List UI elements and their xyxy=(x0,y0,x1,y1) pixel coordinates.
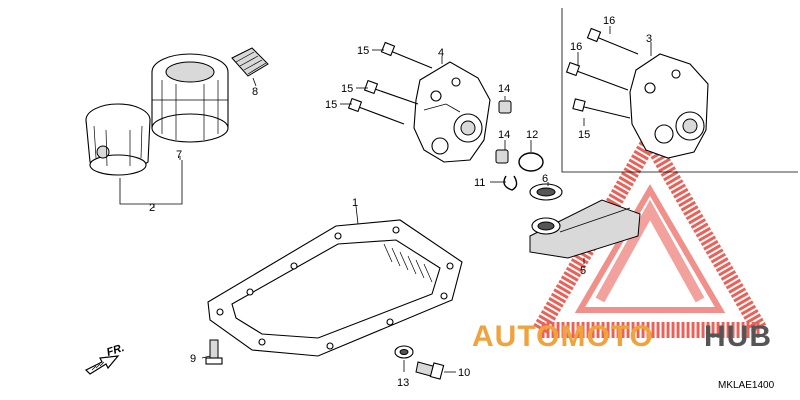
callout-10: 10 xyxy=(458,367,470,379)
strainer-part-5 xyxy=(529,199,641,259)
callout-6: 6 xyxy=(542,173,548,185)
diagram-code: MKLAE1400 xyxy=(718,380,775,391)
watermark-logo xyxy=(526,124,774,338)
callout-11: 11 xyxy=(474,177,485,189)
callout-16-top: 16 xyxy=(603,15,615,27)
pump-part-3 xyxy=(629,53,709,159)
inset-frame xyxy=(561,8,798,173)
callout-8: 8 xyxy=(252,86,258,98)
bolts-15-middle xyxy=(347,41,433,125)
callout-4: 4 xyxy=(438,47,444,59)
callout-15-mid: 15 xyxy=(341,83,353,95)
callout-14-top: 14 xyxy=(498,83,510,95)
leader-lines xyxy=(119,26,652,373)
bolt-9 xyxy=(205,339,223,365)
callouts: 1 2 3 4 5 6 7 8 9 10 11 12 13 14 14 15 1… xyxy=(149,15,652,389)
oil-pan-part-1 xyxy=(207,219,463,357)
watermark-text: AUTOMOTO HUB xyxy=(472,320,772,353)
callout-2: 2 xyxy=(149,202,155,214)
callout-9: 9 xyxy=(190,353,196,365)
bolts-16-15-inset xyxy=(565,27,639,119)
dowel-pins-14 xyxy=(495,100,512,164)
callout-14-bottom: 14 xyxy=(498,129,510,141)
clip-11 xyxy=(503,175,518,191)
callout-7: 7 xyxy=(176,149,182,161)
callout-15-top: 15 xyxy=(357,45,369,57)
threaded-stud-part xyxy=(231,47,269,77)
watermark-text-secondary: HUB xyxy=(704,320,772,353)
o-ring-12 xyxy=(518,152,544,172)
washer-13 xyxy=(394,345,414,359)
callout-15-inset: 15 xyxy=(578,129,590,141)
front-direction-indicator: FR. xyxy=(84,342,126,375)
watermark-text-primary: AUTOMOTO xyxy=(472,320,654,353)
callout-12: 12 xyxy=(526,129,538,141)
callout-3: 3 xyxy=(646,33,652,45)
callout-13: 13 xyxy=(397,377,409,389)
oil-filter-assembly xyxy=(85,53,229,176)
seal-6 xyxy=(529,183,563,201)
callout-5: 5 xyxy=(580,265,586,277)
pump-housing-part-4 xyxy=(413,61,491,163)
callout-1: 1 xyxy=(352,197,358,209)
callout-15-low: 15 xyxy=(325,99,337,111)
front-direction-label: FR. xyxy=(105,342,126,359)
drain-bolt-10 xyxy=(415,361,445,380)
callout-16-left: 16 xyxy=(570,41,582,53)
